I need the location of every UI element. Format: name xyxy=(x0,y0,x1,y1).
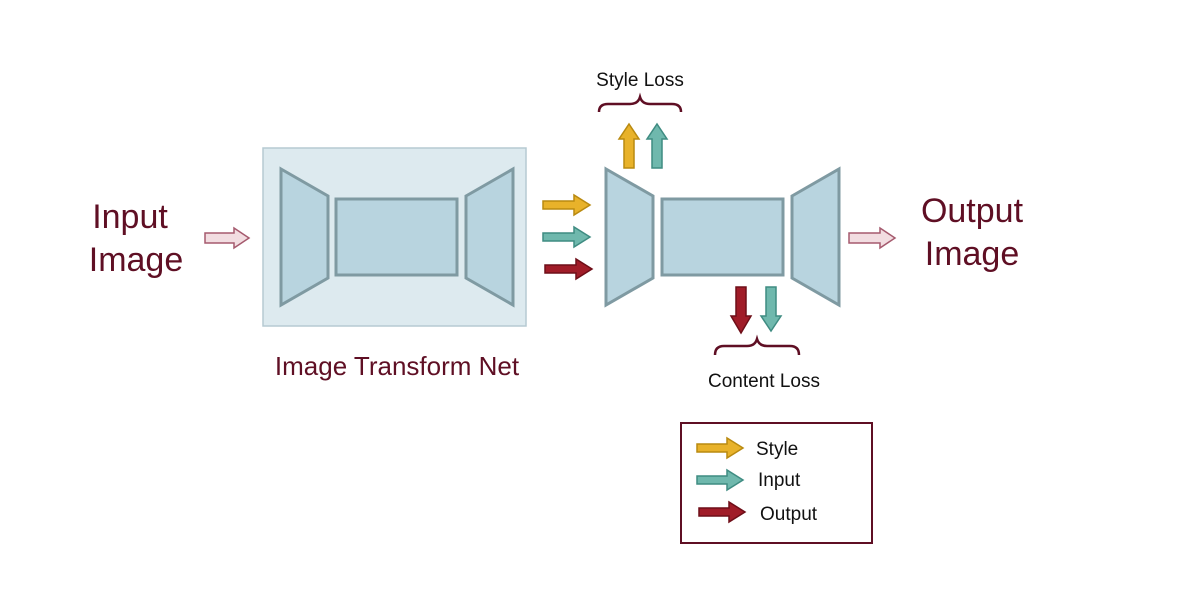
content-loss-arrow-output xyxy=(729,286,753,335)
legend-output-arrow xyxy=(698,500,747,524)
style-loss-label: Style Loss xyxy=(596,70,684,91)
image-transform-net xyxy=(262,147,527,327)
content-loss-label: Content Loss xyxy=(708,371,820,392)
style-arrow-in xyxy=(542,193,592,217)
style-loss-arrow-input xyxy=(645,122,669,169)
output-flow-arrow xyxy=(848,226,897,250)
output-image-label-line2: Image xyxy=(925,235,1020,273)
content-loss-brace xyxy=(713,334,801,356)
input-flow-arrow xyxy=(204,226,251,250)
input-arrow-in xyxy=(542,225,592,249)
output-image-label-line1: Output xyxy=(921,192,1024,230)
legend-style-label: Style xyxy=(756,439,798,460)
legend-input-arrow xyxy=(696,468,745,492)
input-image-label-line1: Input xyxy=(92,198,168,236)
transform-net-label: Image Transform Net xyxy=(275,351,520,381)
transform-middle-block xyxy=(334,197,459,277)
transform-decoder-block xyxy=(464,166,515,308)
input-image-label-line2: Image xyxy=(89,241,184,279)
loss-middle-block xyxy=(660,197,785,277)
loss-decoder-block xyxy=(790,166,841,308)
legend-style-arrow xyxy=(696,436,745,460)
transform-encoder-block xyxy=(279,166,330,308)
style-loss-arrow-style xyxy=(617,122,641,169)
legend-output-label: Output xyxy=(760,504,818,525)
style-loss-brace xyxy=(597,92,683,113)
content-loss-arrow-input xyxy=(759,286,783,333)
legend-input-label: Input xyxy=(758,470,801,491)
loss-encoder-block xyxy=(604,166,655,308)
output-arrow-in xyxy=(544,257,594,281)
legend: Style Input Output xyxy=(680,422,873,544)
loss-network xyxy=(604,166,841,308)
